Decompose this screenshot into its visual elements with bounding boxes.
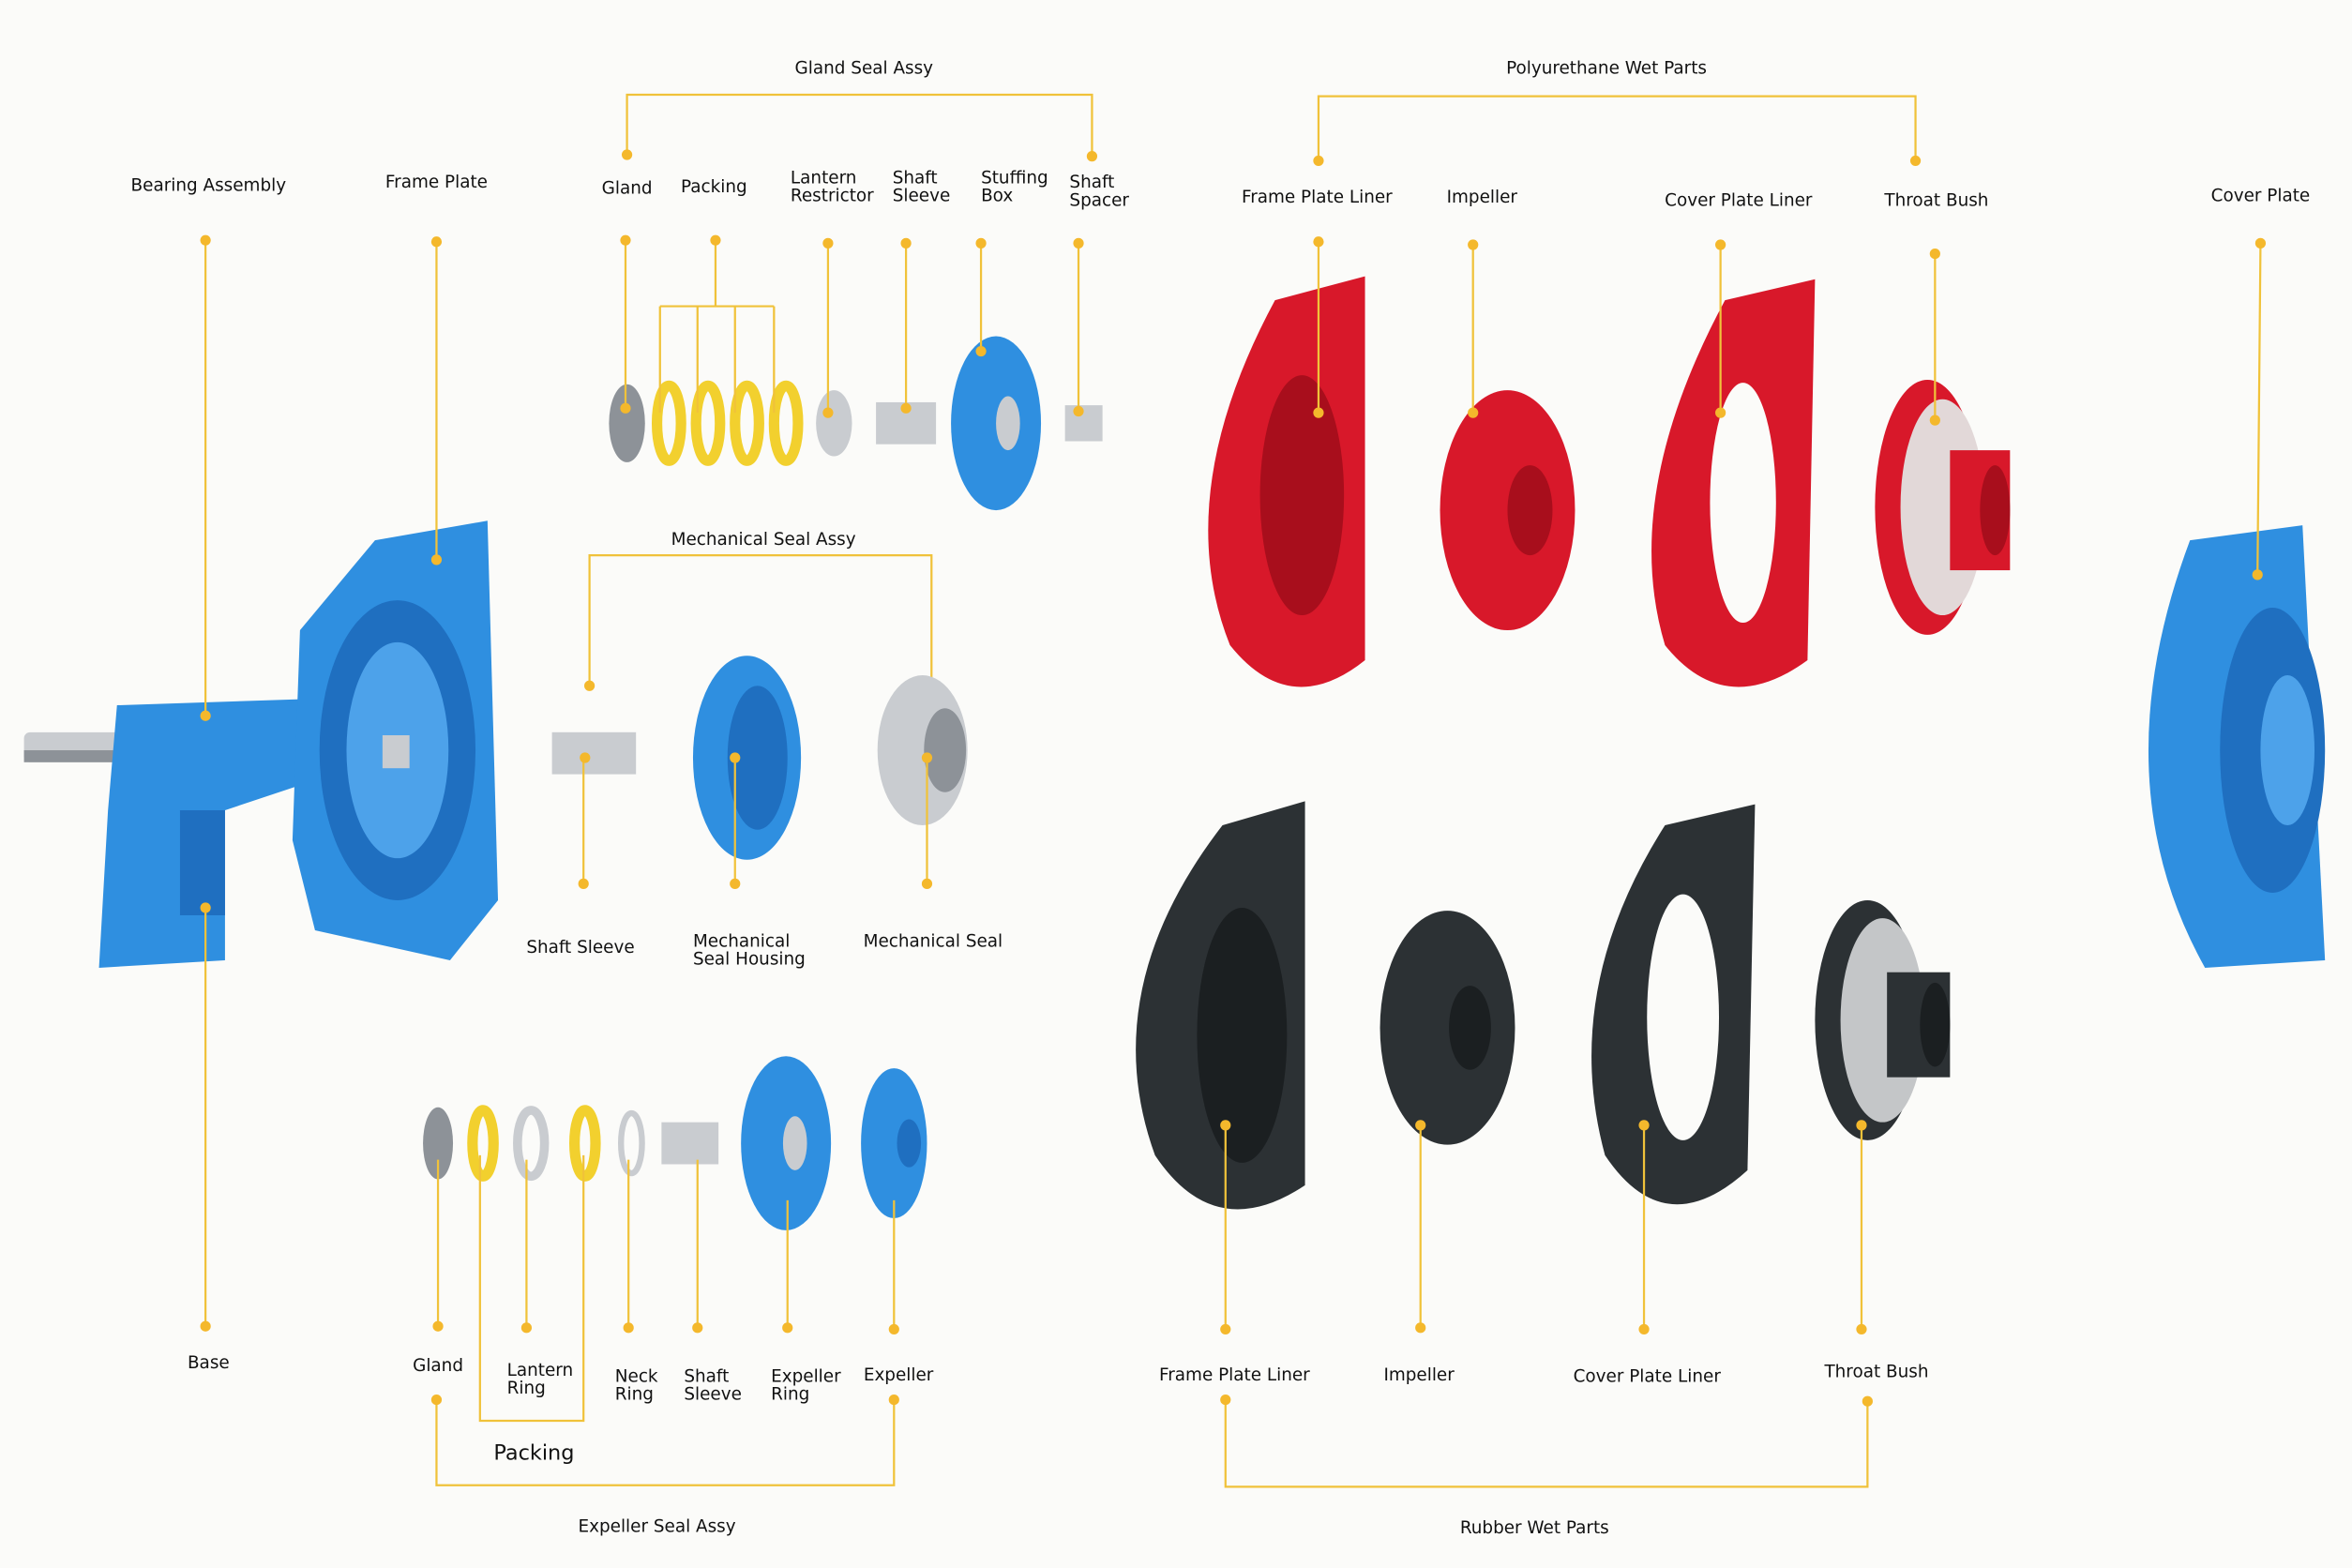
label-frame-plate: Frame Plate (385, 173, 488, 192)
label-exp-gland: Gland (413, 1356, 463, 1376)
group-title-rubber-wet-parts: Rubber Wet Parts (1460, 1518, 1609, 1538)
cover-plate-part (2148, 525, 2326, 968)
label-mech-shaft-sleeve: Shaft Sleeve (526, 938, 634, 957)
group-title-gland-seal-assy: Gland Seal Assy (795, 59, 934, 79)
expeller-seal-parts (423, 1056, 927, 1230)
group-title-polyurethane-wet-parts: Polyurethane Wet Parts (1506, 59, 1707, 79)
label-gland: Gland (602, 179, 653, 199)
group-title-expeller-seal-assy: Expeller Seal Assy (579, 1516, 736, 1536)
gland-seal-assy-bracket: Gland Seal Assy (621, 59, 1098, 162)
label-cover-plate: Cover Plate (2211, 187, 2311, 206)
group-title-mechanical-seal-assy: Mechanical Seal Assy (671, 530, 856, 550)
label-rb-throat-bush: Throat Bush (1823, 1363, 1928, 1382)
label-packing: Packing (681, 177, 747, 197)
rubber-wet-parts-bracket: Rubber Wet Parts (1220, 1394, 1873, 1538)
label-rb-cover-plate-liner: Cover Plate Liner (1574, 1366, 1722, 1386)
label-mech-seal: Mechanical Seal (864, 932, 1003, 952)
polyurethane-wet-parts-bracket: Polyurethane Wet Parts (1313, 59, 1922, 167)
label-pu-frame-plate-liner: Frame Plate Liner (1242, 188, 1393, 207)
label-pu-impeller: Impeller (1447, 188, 1518, 207)
label-base: Base (188, 1353, 230, 1373)
expeller-seal-assy-bracket: Expeller Seal Assy (430, 1394, 899, 1536)
label-pu-cover-plate-liner: Cover Plate Liner (1665, 190, 1813, 210)
label-exp-packing: Packing (493, 1441, 574, 1466)
polyurethane-wet-parts (1208, 276, 2011, 687)
label-bearing-assembly: Bearing Assembly (131, 175, 287, 195)
rubber-wet-parts (1136, 801, 1951, 1210)
label-exp-expeller: Expeller (864, 1365, 934, 1385)
label-pu-throat-bush: Throat Bush (1883, 190, 1988, 210)
mechanical-seal-parts (551, 656, 968, 860)
gland-seal-parts (609, 336, 1103, 511)
bearing-assembly-and-frame-part (23, 520, 499, 968)
label-rb-impeller: Impeller (1383, 1365, 1455, 1385)
label-rb-frame-plate-liner: Frame Plate Liner (1159, 1365, 1310, 1385)
